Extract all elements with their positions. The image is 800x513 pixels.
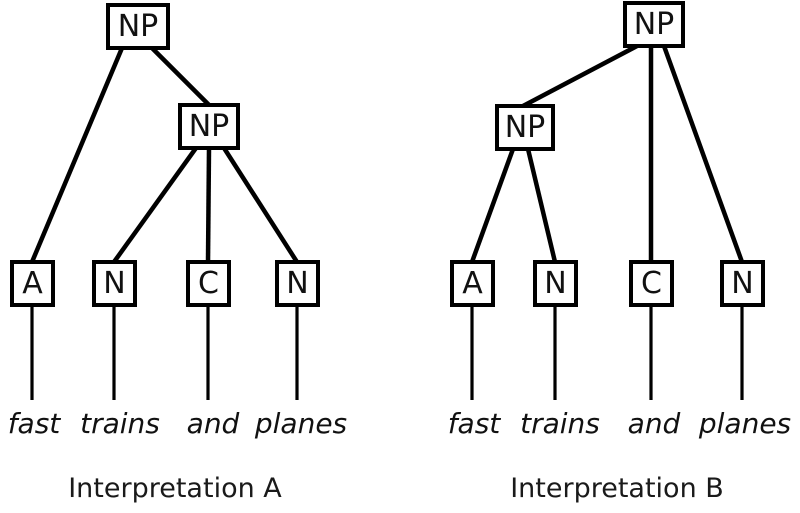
node-box-a-pos-1	[10, 260, 55, 307]
node-box-a-pos-2	[92, 260, 137, 307]
node-box-b-np-root	[623, 1, 685, 48]
word-a-word-2: trains	[80, 407, 160, 440]
node-box-b-np-inner	[495, 104, 555, 151]
node-box-a-np-root	[106, 3, 170, 50]
node-label-a-np-root: NP	[118, 9, 159, 44]
word-a-word-4: planes	[254, 407, 347, 440]
edge-b-np-inner-to-b-pos-1	[469, 148, 516, 263]
node-a-pos-2[interactable]: N	[92, 260, 137, 307]
edge-a-np-root-to-a-np-inner	[150, 46, 211, 107]
node-b-pos-3[interactable]: C	[629, 260, 674, 307]
node-label-a-pos-1: A	[22, 266, 43, 301]
node-label-a-pos-3: C	[198, 266, 219, 301]
node-label-b-pos-4: N	[731, 266, 753, 301]
node-b-pos-1[interactable]: A	[450, 260, 495, 307]
edge-a-np-inner-to-a-pos-4	[222, 146, 299, 264]
node-a-pos-3[interactable]: C	[186, 260, 231, 307]
edge-a-np-inner-to-a-pos-2	[112, 146, 198, 264]
node-label-a-np-inner: NP	[189, 109, 230, 144]
node-a-np-root[interactable]: NP	[106, 3, 170, 50]
node-box-b-pos-4	[720, 260, 765, 307]
caption-interpretation-b: Interpretation B	[510, 473, 724, 504]
node-b-pos-4[interactable]: N	[720, 260, 765, 307]
word-a-word-3: and	[187, 407, 240, 440]
node-a-pos-1[interactable]: A	[10, 260, 55, 307]
edge-b-np-root-to-b-pos-4	[661, 45, 745, 263]
word-b-word-2: trains	[520, 407, 600, 440]
word-b-word-3: and	[628, 407, 681, 440]
edge-b-np-root-to-b-np-inner	[521, 44, 639, 108]
node-a-pos-4[interactable]: N	[275, 260, 320, 307]
node-label-b-np-root: NP	[634, 7, 675, 42]
word-a-word-1: fast	[8, 407, 62, 440]
node-label-a-pos-4: N	[286, 266, 308, 301]
node-label-b-pos-3: C	[641, 266, 662, 301]
node-a-np-inner[interactable]: NP	[178, 103, 240, 150]
edge-a-np-inner-to-a-pos-3	[205, 147, 212, 263]
node-label-a-pos-2: N	[103, 266, 125, 301]
node-box-b-pos-1	[450, 260, 495, 307]
node-box-a-pos-3	[186, 260, 231, 307]
node-label-b-pos-1: A	[462, 266, 483, 301]
node-b-pos-2[interactable]: N	[533, 260, 578, 307]
word-b-word-1: fast	[448, 407, 502, 440]
node-box-b-pos-2	[533, 260, 578, 307]
edge-b-np-inner-to-b-pos-2	[525, 148, 558, 263]
caption-interpretation-a: Interpretation A	[68, 473, 282, 504]
node-b-np-root[interactable]: NP	[623, 1, 685, 48]
node-box-a-pos-4	[275, 260, 320, 307]
edge-a-np-root-to-a-pos-1	[29, 47, 125, 263]
node-box-b-pos-3	[629, 260, 674, 307]
node-b-np-inner[interactable]: NP	[495, 104, 555, 151]
node-label-b-pos-2: N	[544, 266, 566, 301]
word-b-word-4: planes	[698, 407, 791, 440]
node-box-a-np-inner	[178, 103, 240, 150]
node-label-b-np-inner: NP	[505, 110, 546, 145]
